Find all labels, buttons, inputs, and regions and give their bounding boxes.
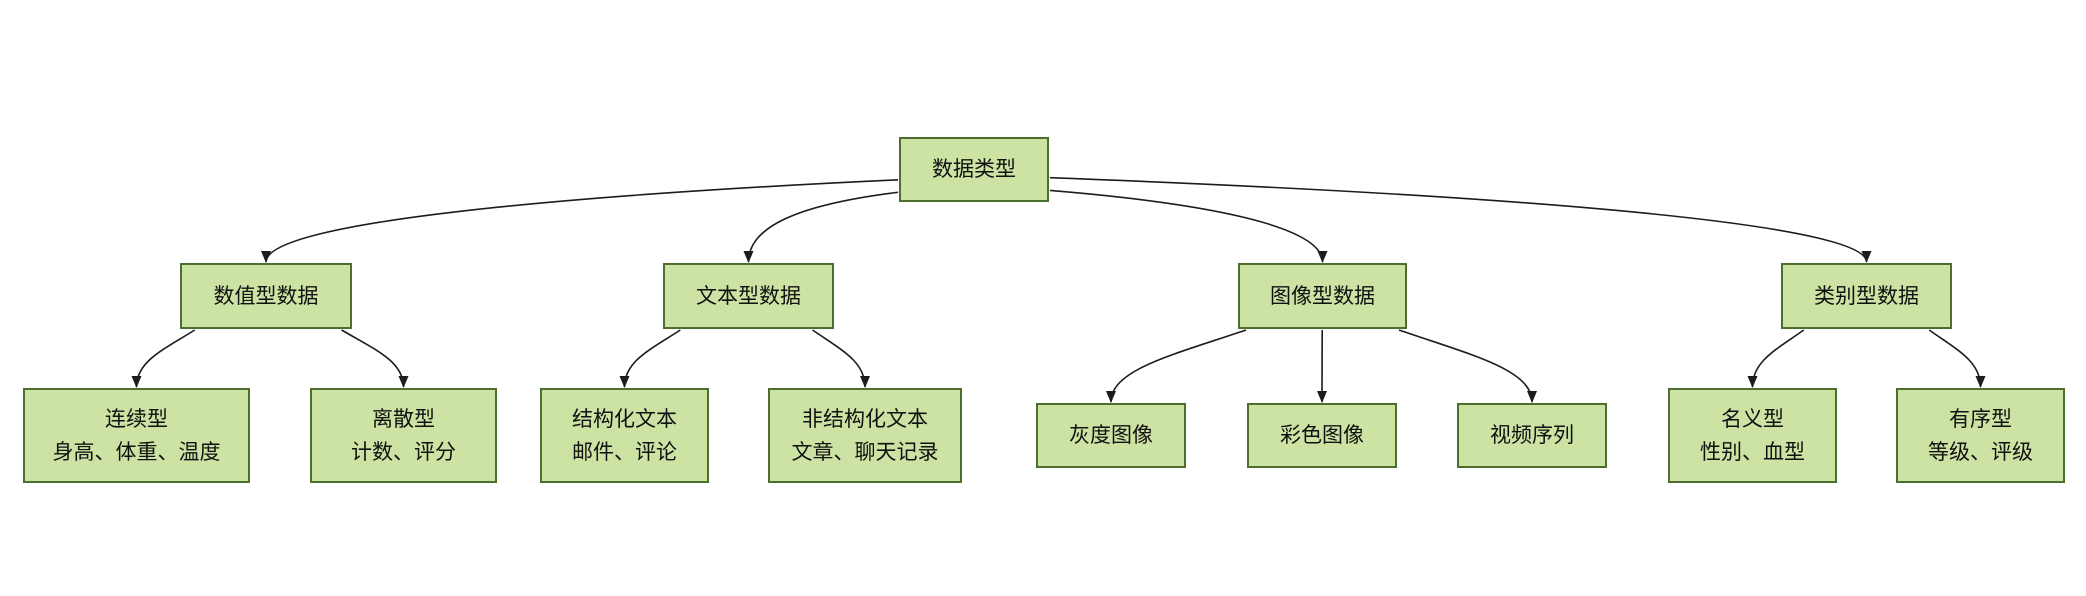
- node-label: 文本型数据: [696, 284, 801, 308]
- node-label: 名义型: [1721, 407, 1784, 431]
- edge-numeric-discrete: [341, 329, 409, 388]
- node-label: 结构化文本: [572, 407, 677, 431]
- edge-root-image: [1049, 189, 1328, 263]
- node-unstructured: 非结构化文本文章、聊天记录: [768, 388, 962, 483]
- edge-numeric-continuous: [131, 329, 196, 388]
- node-label: 等级、评级: [1928, 440, 2033, 464]
- node-label: 灰度图像: [1069, 424, 1153, 447]
- node-label: 图像型数据: [1270, 284, 1375, 308]
- edge-root-categorical: [1049, 176, 1872, 263]
- node-label: 类别型数据: [1814, 284, 1919, 308]
- node-label: 邮件、评论: [572, 440, 677, 464]
- edge-root-text: [743, 191, 899, 263]
- node-numeric: 数值型数据: [180, 263, 352, 329]
- node-categorical: 类别型数据: [1781, 263, 1952, 329]
- node-structured: 结构化文本邮件、评论: [540, 388, 709, 483]
- node-label: 性别、血型: [1700, 440, 1805, 464]
- node-label: 离散型: [372, 407, 435, 431]
- node-color: 彩色图像: [1247, 403, 1397, 468]
- node-label: 彩色图像: [1280, 424, 1364, 447]
- node-label: 有序型: [1949, 407, 2012, 431]
- node-label: 身高、体重、温度: [52, 440, 221, 464]
- node-label: 连续型: [105, 407, 168, 431]
- node-label: 视频序列: [1490, 424, 1574, 447]
- node-continuous: 连续型身高、体重、温度: [23, 388, 250, 483]
- node-label: 数值型数据: [213, 284, 319, 308]
- edge-text-unstructured: [812, 329, 870, 388]
- node-ordinal: 有序型等级、评级: [1896, 388, 2065, 483]
- node-text: 文本型数据: [663, 263, 834, 329]
- edge-categorical-ordinal: [1928, 329, 1986, 388]
- edge-root-numeric: [261, 179, 899, 263]
- node-video: 视频序列: [1457, 403, 1607, 468]
- edge-text-structured: [619, 329, 681, 388]
- edge-image-video: [1398, 329, 1537, 403]
- node-grayscale: 灰度图像: [1036, 403, 1186, 468]
- node-label: 计数、评分: [351, 440, 456, 464]
- node-root: 数据类型: [899, 137, 1049, 202]
- edge-categorical-nominal: [1747, 329, 1805, 388]
- node-discrete: 离散型计数、评分: [310, 388, 497, 483]
- node-nominal: 名义型性别、血型: [1668, 388, 1837, 483]
- node-image: 图像型数据: [1238, 263, 1407, 329]
- node-label: 非结构化文本: [802, 407, 928, 431]
- node-label: 数据类型: [932, 158, 1016, 181]
- edge-image-grayscale: [1106, 329, 1247, 403]
- node-label: 文章、聊天记录: [791, 440, 939, 464]
